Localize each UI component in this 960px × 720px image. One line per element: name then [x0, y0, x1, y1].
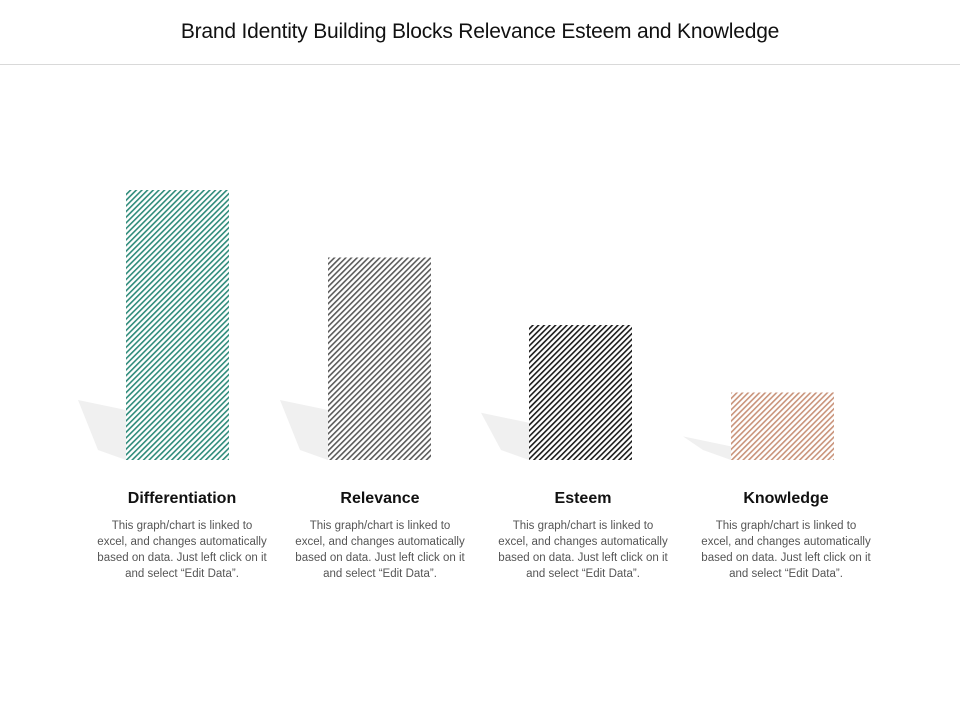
bar-relevance[interactable]	[328, 257, 431, 461]
bar-shadow	[78, 400, 126, 460]
page-title: Brand Identity Building Blocks Relevance…	[180, 20, 780, 43]
category-block-differentiation: Differentiation This graph/chart is link…	[97, 490, 267, 582]
bar-differentiation[interactable]	[126, 190, 229, 460]
category-description: This graph/chart is linked to excel, and…	[498, 520, 668, 580]
category-heading: Knowledge	[743, 490, 829, 507]
bar-shadow	[481, 412, 529, 460]
category-description: This graph/chart is linked to excel, and…	[295, 520, 465, 580]
bar-shadow	[280, 400, 328, 460]
title-bar: Brand Identity Building Blocks Relevance…	[0, 0, 960, 65]
bar-esteem[interactable]	[529, 325, 632, 460]
category-heading: Esteem	[554, 490, 612, 507]
category-description: This graph/chart is linked to excel, and…	[701, 520, 871, 580]
category-block-knowledge: Knowledge This graph/chart is linked to …	[701, 490, 871, 582]
category-heading: Differentiation	[127, 490, 237, 507]
category-block-esteem: Esteem This graph/chart is linked to exc…	[498, 490, 668, 582]
bar-knowledge[interactable]	[731, 392, 834, 461]
category-description: This graph/chart is linked to excel, and…	[97, 520, 267, 580]
bar-chart[interactable]	[0, 65, 960, 485]
bar-shadow	[683, 436, 731, 460]
category-block-relevance: Relevance This graph/chart is linked to …	[295, 490, 465, 582]
category-heading: Relevance	[340, 490, 420, 507]
